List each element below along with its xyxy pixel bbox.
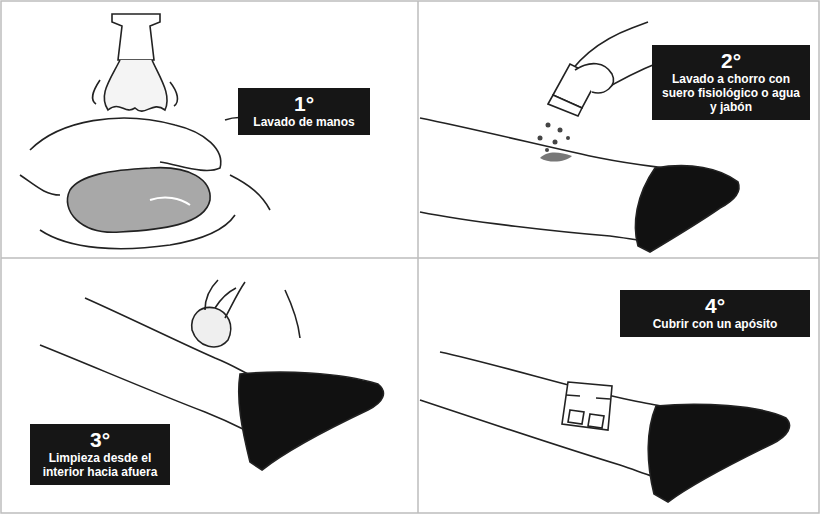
step-number: 3° bbox=[36, 429, 164, 451]
step-text: Limpieza desde el interior hacia afuera bbox=[36, 451, 164, 479]
step-label-box: 3°Limpieza desde el interior hacia afuer… bbox=[30, 424, 170, 485]
leg-dressing bbox=[420, 352, 790, 502]
step-number: 2° bbox=[658, 50, 804, 72]
step-text: Lavado a chorro con suero fisiológico o … bbox=[658, 72, 804, 114]
step-text: Cubrir con un apósito bbox=[626, 317, 804, 331]
step-number: 4° bbox=[626, 295, 804, 317]
hand-washing bbox=[20, 14, 270, 249]
step-label-box: 1°Lavado de manos bbox=[238, 88, 370, 135]
step-text: Lavado de manos bbox=[244, 115, 364, 129]
step-number: 1° bbox=[244, 93, 364, 115]
step-label-box: 4°Cubrir con un apósito bbox=[620, 290, 810, 337]
step-label-box: 2°Lavado a chorro con suero fisiológico … bbox=[652, 45, 810, 120]
